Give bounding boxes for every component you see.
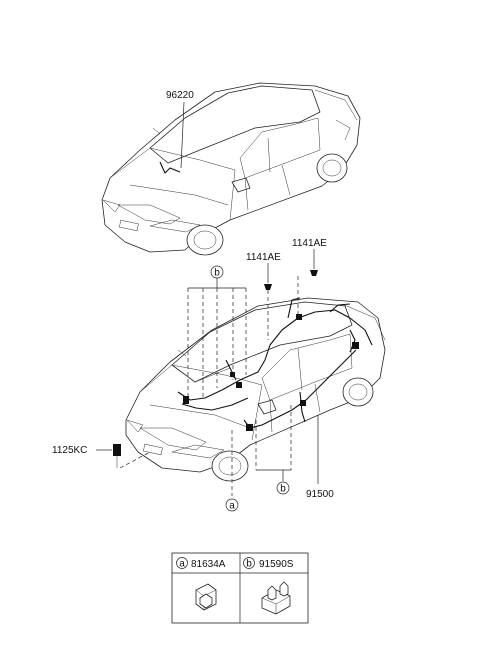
callout-a-bottom-letter: a [229, 501, 235, 512]
callout-b-bottom-letter: b [280, 484, 286, 495]
part-label-1141AE-right: 1141AE [292, 238, 327, 249]
callout-b-top: b [187, 265, 247, 398]
part-label-91500: 91500 [306, 489, 334, 500]
legend-a-letter: a [179, 559, 185, 570]
top-car-illustration [101, 82, 361, 256]
callout-b-bottom: b [255, 405, 292, 495]
clip-a-drawing [195, 583, 217, 611]
part-label-1125KC: 1125KC [52, 445, 87, 456]
bolt-1125KC: 1125KC [52, 444, 151, 469]
part-label-96220: 96220 [166, 90, 194, 101]
screw-1141AE-right: 1141AE [292, 238, 327, 318]
callout-a-bottom: a [225, 430, 239, 512]
leader-96220 [180, 101, 185, 169]
legend-b-letter: b [246, 559, 252, 570]
callout-b-top-letter: b [214, 268, 220, 279]
clip-b-drawing [261, 581, 291, 615]
bottom-car-illustration [125, 297, 386, 482]
part-label-1141AE-left: 1141AE [246, 252, 281, 263]
legend-b-part: 91590S [259, 559, 294, 570]
harness-91500-label: 91500 [306, 415, 334, 500]
legend-table: a 81634A b 91590S [171, 552, 309, 624]
legend-a-part: 81634A [191, 559, 226, 570]
screw-1141AE-left: 1141AE [246, 252, 281, 340]
